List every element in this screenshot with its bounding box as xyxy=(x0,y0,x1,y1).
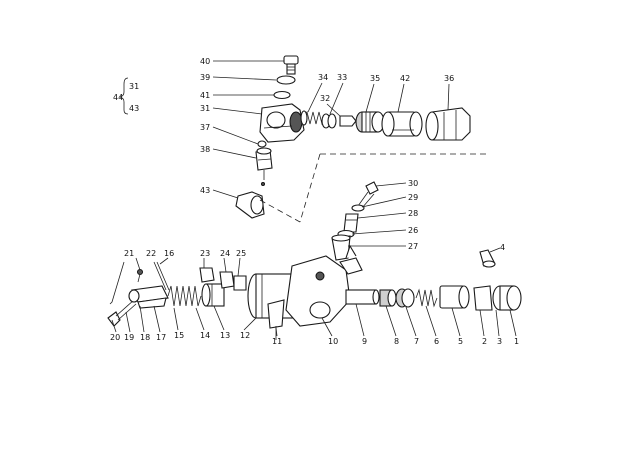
label-12: 12 xyxy=(240,331,250,340)
label-40: 40 xyxy=(200,57,210,66)
part-36-nut xyxy=(425,107,471,141)
label-35: 35 xyxy=(370,74,380,83)
label-36: 36 xyxy=(444,74,454,83)
upper-labels: 40 39 41 31 37 38 43 34 33 32 35 42 36 xyxy=(200,57,454,195)
label-6: 6 xyxy=(434,337,439,346)
label-33: 33 xyxy=(337,73,347,82)
label-27: 27 xyxy=(408,242,418,251)
label-5: 5 xyxy=(458,337,463,346)
label-25: 25 xyxy=(236,249,246,258)
part-24-fitting xyxy=(219,271,247,291)
part-16-pin xyxy=(153,261,167,291)
label-11: 11 xyxy=(272,337,282,346)
label-23: 23 xyxy=(200,249,210,258)
group-label-prefix: 44 xyxy=(113,93,123,102)
part-29-washer xyxy=(351,204,365,212)
part-23-fitting xyxy=(199,267,215,283)
label-37: 37 xyxy=(200,123,210,132)
part-22-screw xyxy=(137,269,143,283)
label-38: 38 xyxy=(200,145,210,154)
label-22: 22 xyxy=(146,249,156,258)
part-39-washer xyxy=(276,75,296,85)
part-38-fitting xyxy=(255,147,273,186)
label-16: 16 xyxy=(164,249,174,258)
part-42-holder xyxy=(381,111,423,137)
part-6-spring xyxy=(415,288,438,308)
part-27-body xyxy=(331,234,351,261)
label-14: 14 xyxy=(200,331,210,340)
part-33-seat xyxy=(321,113,337,129)
part-15-spring xyxy=(167,285,202,307)
label-3: 3 xyxy=(497,337,502,346)
upper-assembly xyxy=(235,55,471,219)
label-26: 26 xyxy=(408,226,418,235)
label-15: 15 xyxy=(174,331,184,340)
part-40-banjo-bolt xyxy=(283,55,299,75)
label-19: 19 xyxy=(124,333,134,342)
label-20: 20 xyxy=(110,333,120,342)
label-17: 17 xyxy=(156,333,166,342)
part-37-washer xyxy=(257,140,267,148)
label-2: 2 xyxy=(482,337,487,346)
part-28-sleeve xyxy=(343,213,359,233)
label-29: 29 xyxy=(408,193,418,202)
part-32-valve xyxy=(339,115,357,127)
label-43: 43 xyxy=(200,186,210,195)
group-label: 44 31 43 xyxy=(113,77,139,115)
part-9-shaft xyxy=(345,289,380,305)
label-39: 39 xyxy=(200,73,210,82)
label-30: 30 xyxy=(408,179,418,188)
part-43-elbow xyxy=(235,191,265,219)
part-10-pump-body xyxy=(285,244,363,327)
part-5-barrel xyxy=(439,285,470,309)
label-21: 21 xyxy=(124,249,134,258)
label-8: 8 xyxy=(394,337,399,346)
label-31: 31 xyxy=(200,104,210,113)
part-31-housing xyxy=(259,103,305,143)
part-11-lever xyxy=(267,299,285,340)
part-7-washer xyxy=(395,288,415,308)
group-label-item-2: 43 xyxy=(129,104,139,113)
part-30-bolt xyxy=(357,181,379,209)
label-9: 9 xyxy=(362,337,367,346)
label-10: 10 xyxy=(328,337,338,346)
part-18-lever xyxy=(128,285,169,309)
part-34-spring xyxy=(300,110,326,126)
label-42: 42 xyxy=(400,74,410,83)
group-label-item-1: 31 xyxy=(129,82,139,91)
part-2-fitting xyxy=(473,285,493,311)
brace-shape xyxy=(119,77,129,115)
label-7: 7 xyxy=(414,337,419,346)
right-labels: 30 29 28 26 27 4 xyxy=(408,179,505,252)
right-upper-group xyxy=(331,181,379,261)
label-28: 28 xyxy=(408,209,418,218)
label-34: 34 xyxy=(318,73,328,82)
part-14-sleeve xyxy=(201,283,225,307)
label-32: 32 xyxy=(320,94,330,103)
label-41: 41 xyxy=(200,91,210,100)
label-18: 18 xyxy=(140,333,150,342)
part-41-ring xyxy=(273,90,291,100)
leader-lines xyxy=(111,60,517,337)
dashed-guide-lines xyxy=(259,153,490,223)
lower-assembly xyxy=(107,244,522,340)
part-4-cap xyxy=(479,249,496,268)
part-20-bolt xyxy=(107,299,137,327)
lower-labels: 21 22 16 23 24 25 20 19 18 17 15 14 13 1… xyxy=(110,249,519,346)
part-1-cap xyxy=(492,285,522,311)
part-35-valve-body xyxy=(355,111,385,133)
label-13: 13 xyxy=(220,331,230,340)
label-1: 1 xyxy=(514,337,519,346)
label-24: 24 xyxy=(220,249,230,258)
label-4: 4 xyxy=(500,243,505,252)
part-21-rod xyxy=(109,261,125,305)
part-8-seat xyxy=(379,289,397,307)
